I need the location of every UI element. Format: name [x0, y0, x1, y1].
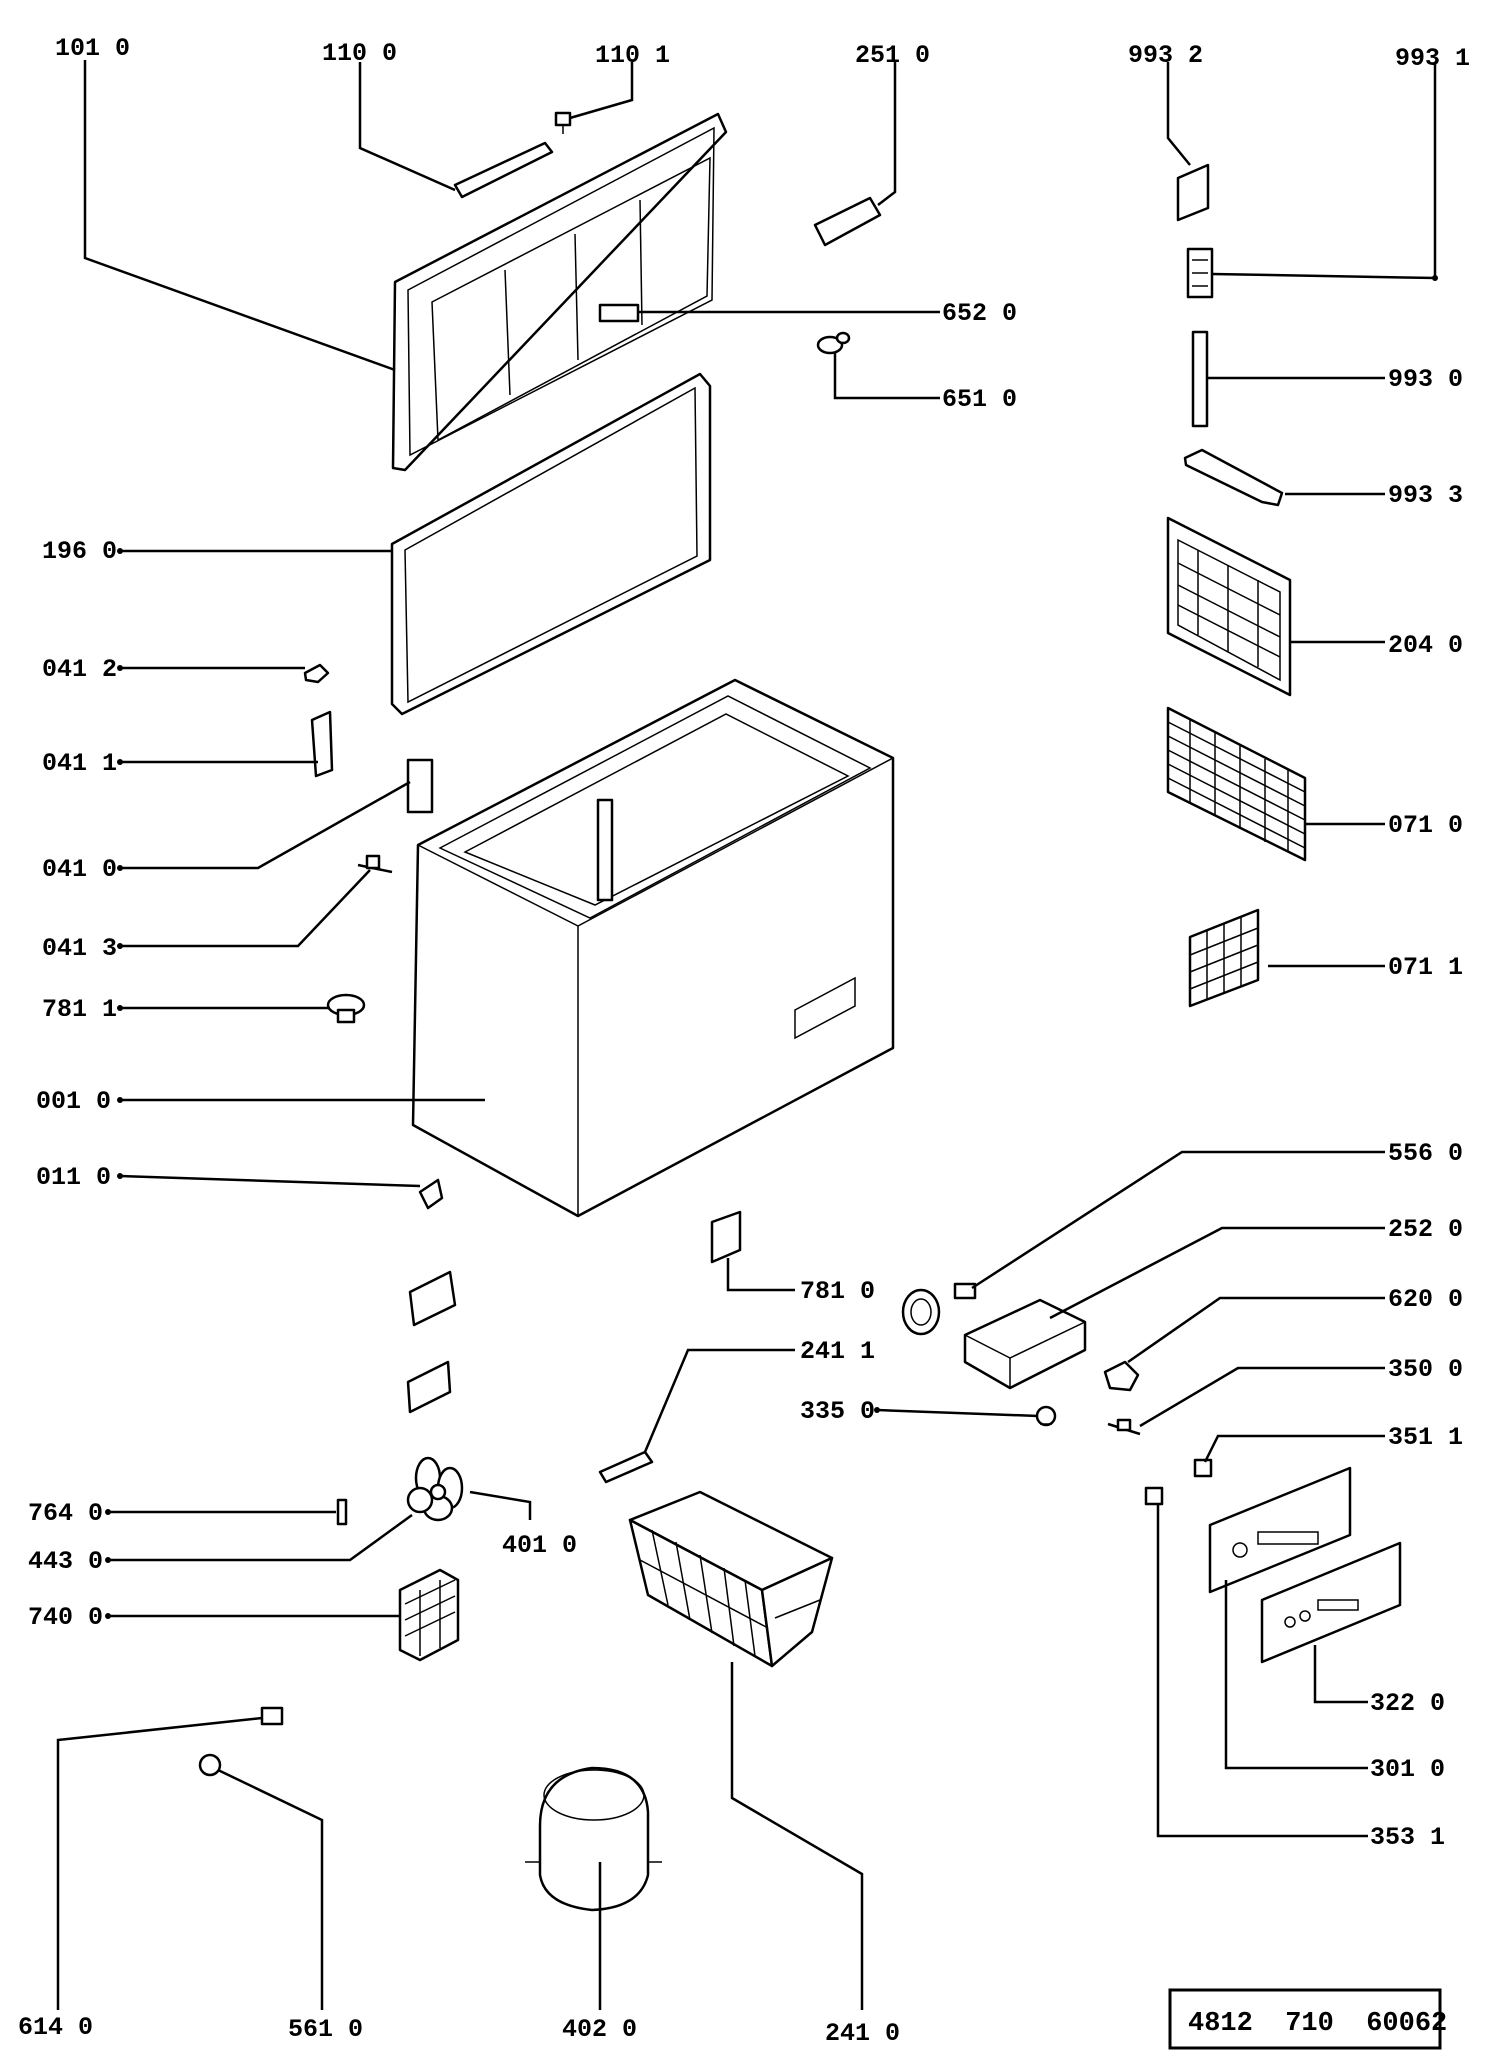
document-number: 4812 710 60062	[1188, 2009, 1447, 2039]
part-993-3-drawing	[1183, 448, 1284, 507]
part-label: 001 0	[36, 1087, 111, 1116]
document-number-box: 4812 710 60062	[1168, 1988, 1447, 2050]
part-label: 204 0	[1388, 631, 1463, 660]
basket-drawing	[628, 1490, 834, 1668]
grille-071-drawing	[1166, 706, 1307, 862]
hinge-pin-drawing	[554, 111, 572, 134]
part-993-0-drawing	[1191, 330, 1209, 428]
part-label: 041 2	[42, 655, 117, 684]
part-614-drawing	[260, 1706, 284, 1726]
compressor-drawing	[525, 1766, 662, 1912]
part-label: 196 0	[42, 537, 117, 566]
part-label: 993 1	[1395, 44, 1470, 73]
part-label: 652 0	[942, 299, 1017, 328]
part-label: 252 0	[1388, 1215, 1463, 1244]
part-label: 301 0	[1370, 1755, 1445, 1784]
lid-drawing	[391, 112, 728, 472]
part-drawings	[198, 111, 1402, 1912]
part-label: 110 0	[322, 39, 397, 68]
part-350-drawing	[1107, 1418, 1141, 1436]
part-label: 620 0	[1388, 1285, 1463, 1314]
part-label: 251 0	[855, 41, 930, 70]
part-label: 443 0	[28, 1547, 103, 1576]
leader-lines	[56, 60, 1438, 2010]
condenser-drawing	[398, 1568, 460, 1662]
part-041-0-drawing	[406, 758, 434, 814]
control-panel-301-drawing	[1208, 1466, 1352, 1594]
part-label: 781 0	[800, 1277, 875, 1306]
part-label: 071 0	[1388, 811, 1463, 840]
part-label: 351 1	[1388, 1423, 1463, 1452]
part-label: 740 0	[28, 1603, 103, 1632]
part-label: 041 1	[42, 749, 117, 778]
part-label: 011 0	[36, 1163, 111, 1192]
part-251-drawing	[813, 196, 882, 247]
part-label: 651 0	[942, 385, 1017, 414]
part-561-drawing	[198, 1753, 222, 1777]
part-label: 993 0	[1388, 365, 1463, 394]
part-label: 071 1	[1388, 953, 1463, 982]
part-335-drawing	[1035, 1405, 1057, 1427]
part-764-drawing	[336, 1498, 348, 1526]
cabinet-drawing	[411, 678, 895, 1218]
part-label: 556 0	[1388, 1139, 1463, 1168]
part-label: 041 0	[42, 855, 117, 884]
part-cover-a-drawing	[408, 1270, 457, 1327]
part-cover-b-drawing	[406, 1360, 452, 1414]
part-353-drawing	[1144, 1486, 1164, 1506]
handle-drawing	[453, 141, 554, 199]
part-041-2-drawing	[303, 663, 330, 684]
part-620-drawing	[1103, 1360, 1140, 1392]
part-241-1-drawing	[598, 1450, 654, 1484]
part-label: 241 1	[800, 1337, 875, 1366]
control-panel-322-drawing	[1260, 1541, 1402, 1664]
part-993-1-drawing	[1186, 247, 1214, 299]
part-993-2-drawing	[1176, 163, 1210, 222]
part-label: 350 0	[1388, 1355, 1463, 1384]
coil-drawing	[901, 1282, 977, 1336]
part-label: 781 1	[42, 995, 117, 1024]
part-label: 335 0	[800, 1397, 875, 1426]
part-label: 993 3	[1388, 481, 1463, 510]
part-label: 322 0	[1370, 1689, 1445, 1718]
grille-071-1-drawing	[1188, 908, 1260, 1008]
part-label: 614 0	[18, 2013, 93, 2042]
part-label: 561 0	[288, 2015, 363, 2044]
part-011-0-drawing	[418, 1178, 444, 1210]
part-label: 402 0	[562, 2015, 637, 2044]
part-351-drawing	[1193, 1458, 1213, 1478]
grille-204-drawing	[1166, 516, 1292, 697]
gasket-drawing	[390, 372, 712, 716]
part-label: 401 0	[502, 1531, 577, 1560]
part-label: 110 1	[595, 41, 670, 70]
part-label: 101 0	[55, 34, 130, 63]
part-label: 041 3	[42, 934, 117, 963]
part-label: 241 0	[825, 2019, 900, 2048]
part-label: 993 2	[1128, 41, 1203, 70]
part-label: 764 0	[28, 1499, 103, 1528]
starter-housing-drawing	[963, 1298, 1087, 1390]
part-781-1-drawing	[326, 993, 366, 1024]
part-781-0-drawing	[710, 1210, 742, 1264]
fan-drawing	[406, 1456, 464, 1522]
part-041-3-drawing	[357, 854, 393, 874]
part-labels: 101 0 110 0 110 1 251 0 993 2 993 1 652 …	[18, 34, 1470, 2048]
part-041-1-drawing	[310, 710, 334, 778]
part-label: 353 1	[1370, 1823, 1445, 1852]
part-651-drawing	[816, 331, 851, 355]
